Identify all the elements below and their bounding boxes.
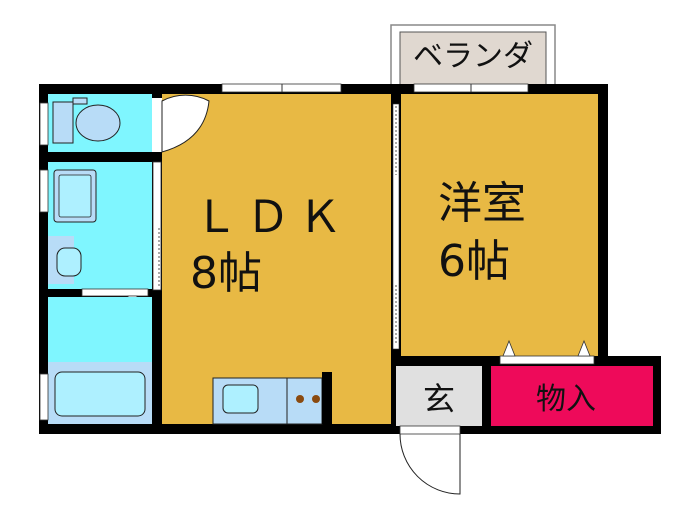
western-room-size-label: 6帖 (438, 236, 510, 287)
toilet-bowl-icon (75, 104, 121, 142)
closet-label: 物入 (536, 382, 596, 417)
partition-sliding-door (392, 103, 400, 350)
ldk-size-label: 8帖 (190, 248, 262, 299)
toilet-door-swing (161, 94, 210, 153)
toilet-tank-icon (52, 101, 74, 144)
entrance-floor (396, 366, 482, 426)
front-door-swing[interactable] (399, 433, 461, 495)
closet-floor (491, 366, 653, 426)
veranda: ベランダ (390, 24, 556, 88)
ldk-label: ＬＤＫ (194, 192, 350, 243)
stove-burner-icon (296, 395, 304, 403)
window-bathroom (39, 373, 49, 421)
western-room-label: 洋室 (438, 178, 526, 229)
window-washroom (39, 169, 49, 213)
window-toilet (39, 102, 49, 146)
western-room-floor (401, 94, 598, 356)
stove-burner-icon (312, 395, 320, 403)
washroom (48, 162, 152, 289)
toilet-room (48, 94, 152, 152)
ldk-floor (162, 94, 391, 424)
bathtub-icon (54, 371, 146, 417)
kitchen-sink-icon (222, 384, 259, 414)
entrance-label: 玄 (423, 380, 455, 418)
veranda-label: ベランダ (413, 39, 533, 74)
kitchen-counter (212, 372, 332, 425)
bathroom (48, 297, 152, 424)
